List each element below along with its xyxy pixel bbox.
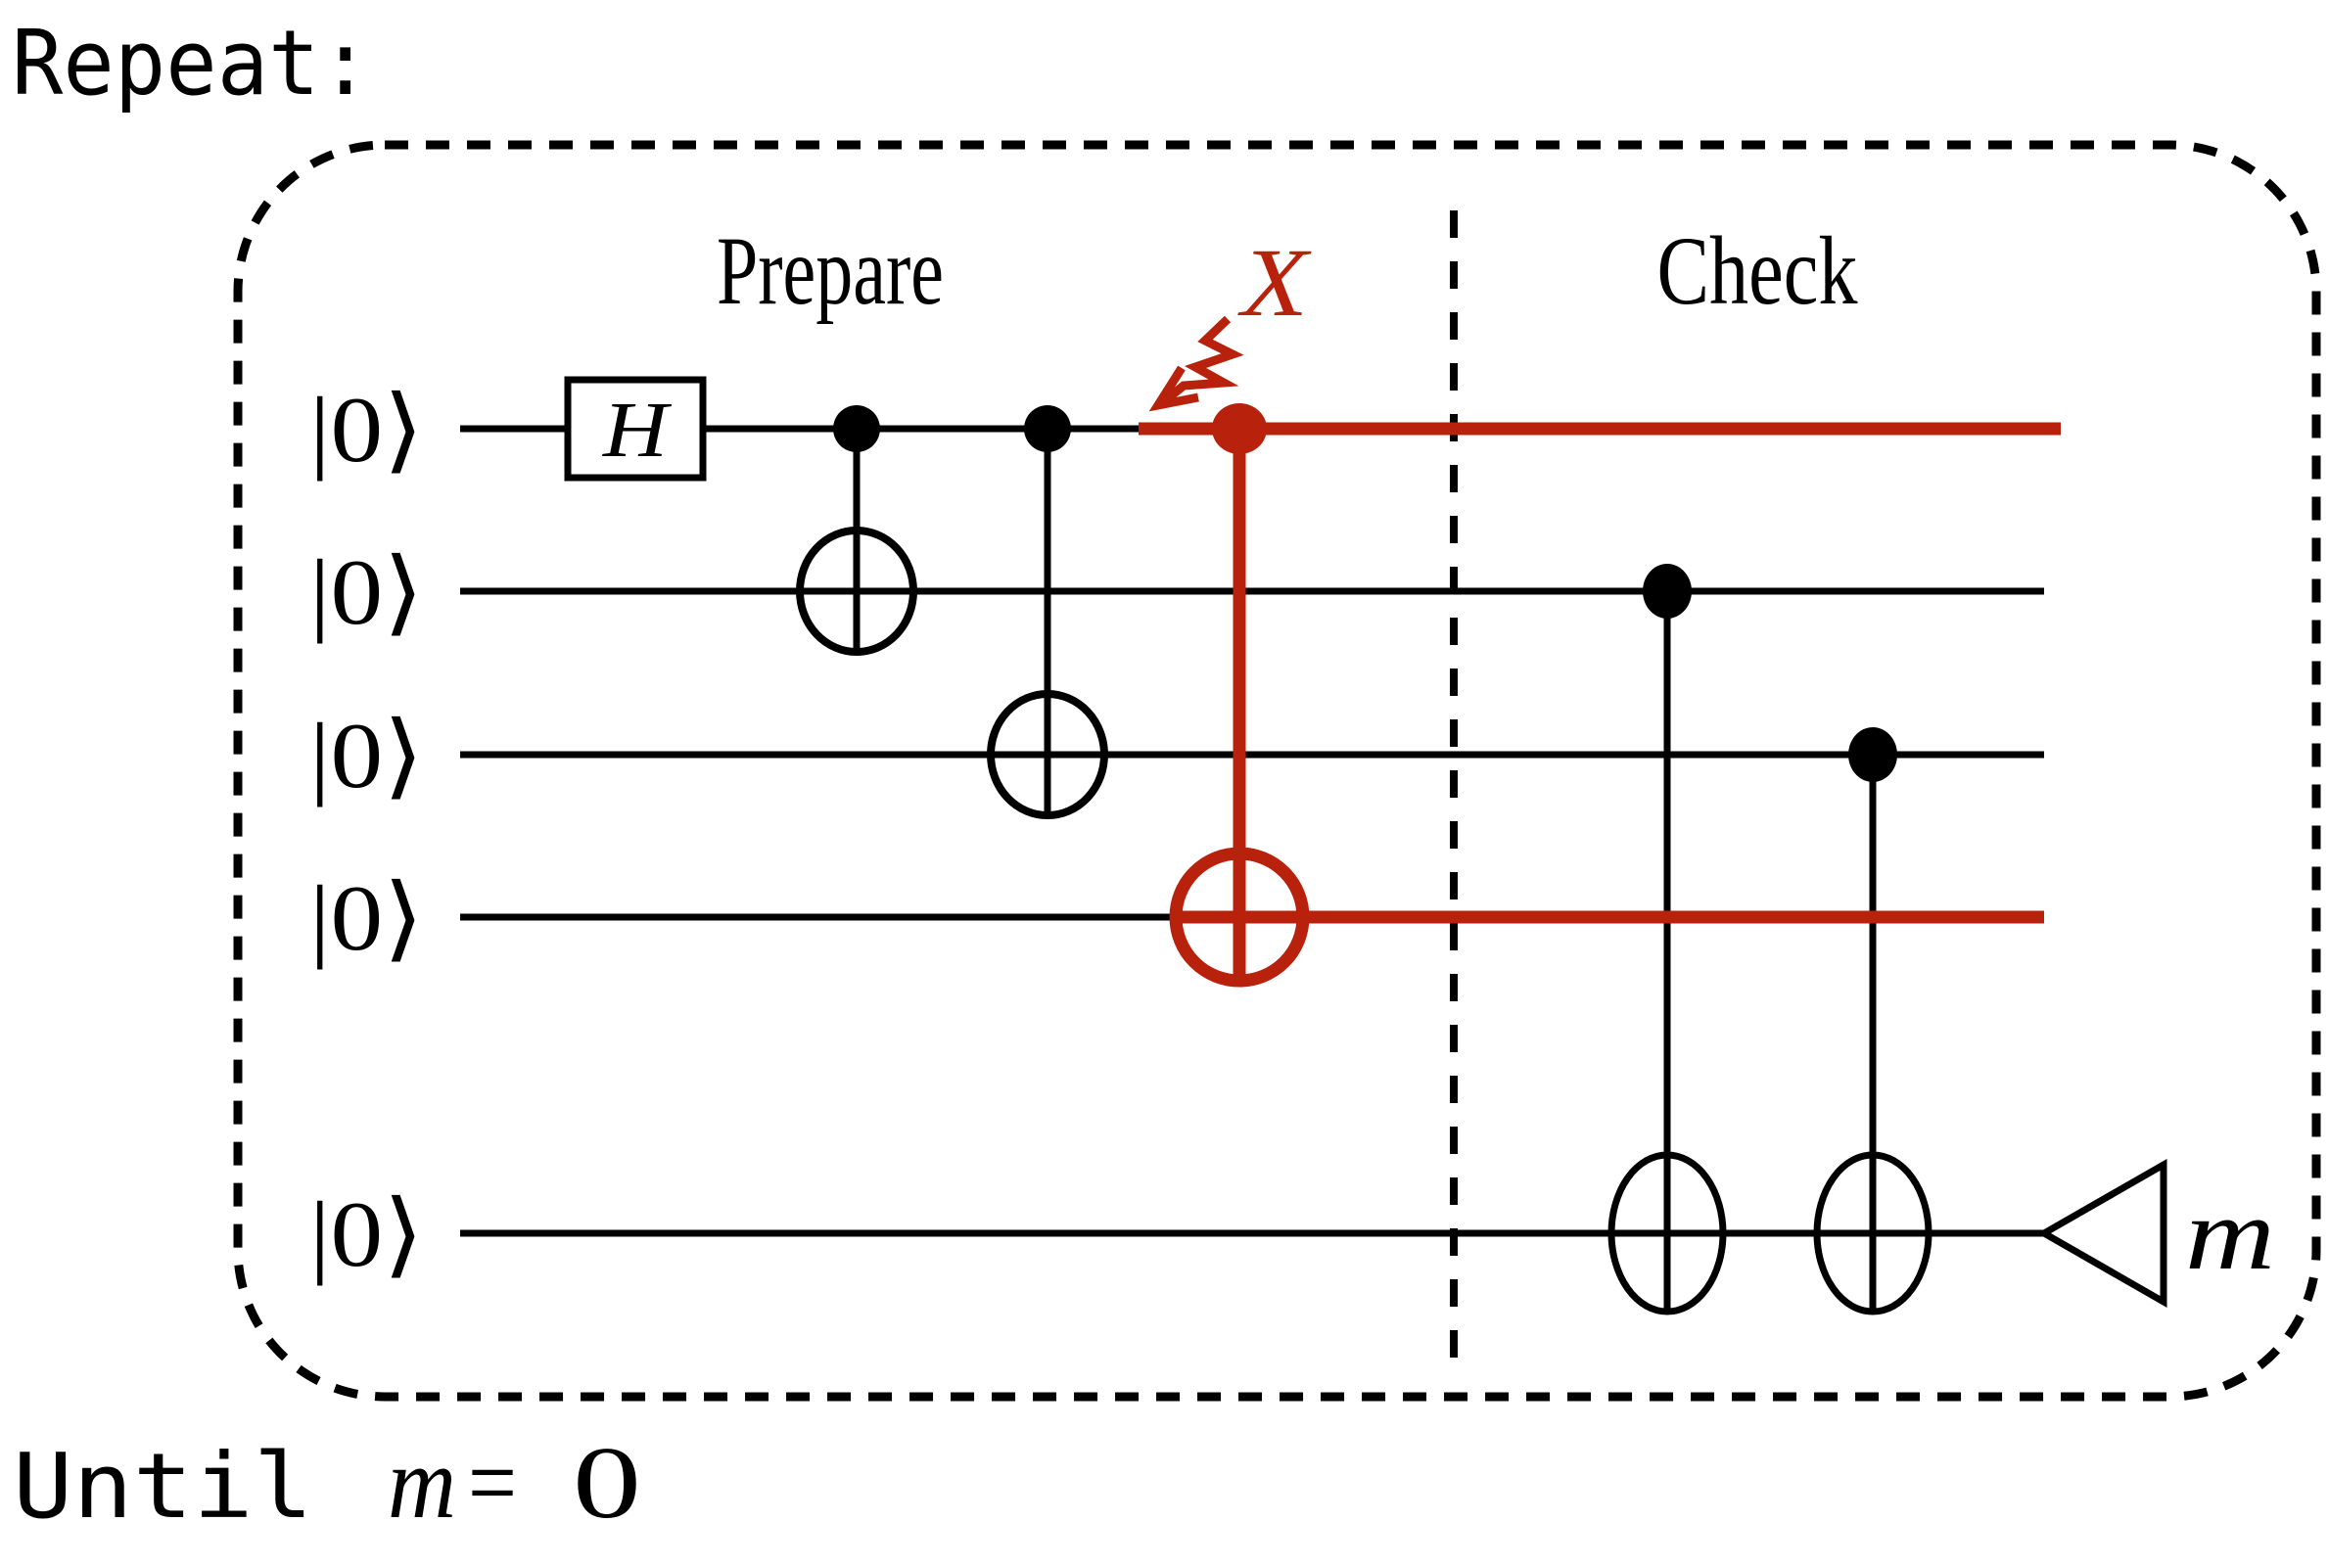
ket-label-4: |0⟩ bbox=[309, 866, 424, 970]
qubit-wire-4: |0⟩ bbox=[309, 866, 1187, 970]
prepare-section-label: Prepare bbox=[717, 216, 944, 325]
ket-label-1: |0⟩ bbox=[309, 378, 424, 482]
qubit-wire-3: |0⟩ bbox=[309, 704, 2044, 807]
check-section-label: Check bbox=[1657, 216, 1858, 325]
ket-label-3: |0⟩ bbox=[309, 704, 424, 807]
qubit-wire-5: |0⟩ bbox=[309, 1182, 2044, 1286]
condition-equals: = bbox=[468, 1425, 517, 1540]
qubit-wire-1: |0⟩ bbox=[309, 378, 1143, 482]
error-cnot-target-icon bbox=[1169, 847, 1310, 988]
x-error-label: X bbox=[1237, 228, 1313, 337]
error-propagation bbox=[1139, 403, 2061, 988]
ket-label-2: |0⟩ bbox=[309, 540, 424, 644]
condition-value: 0 bbox=[573, 1425, 641, 1540]
x-error-annotation: X bbox=[1148, 228, 1313, 412]
condition-variable: m bbox=[388, 1425, 456, 1540]
repeat-caption: Repeat: bbox=[12, 11, 371, 115]
ket-label-5: |0⟩ bbox=[309, 1182, 424, 1286]
hadamard-gate: H bbox=[564, 376, 707, 482]
until-word: Until bbox=[13, 1434, 313, 1539]
hadamard-box bbox=[564, 376, 707, 482]
error-arrowhead-icon bbox=[1148, 365, 1199, 412]
error-cnot-control-dot bbox=[1212, 403, 1267, 454]
qubit-wire-2: |0⟩ bbox=[309, 540, 2044, 644]
check-cnot-2 bbox=[1813, 727, 1932, 1315]
prepare-cnot-1 bbox=[796, 405, 917, 656]
measurement-result-label: m bbox=[2185, 1176, 2275, 1291]
measurement-triangle-icon bbox=[2036, 1158, 2167, 1309]
until-caption: Until m = 0 bbox=[13, 1425, 641, 1540]
measurement: m bbox=[2036, 1158, 2275, 1309]
check-cnot-1 bbox=[1607, 564, 1727, 1315]
error-zigzag-arrow bbox=[1160, 315, 1244, 406]
hadamard-letter: H bbox=[602, 388, 673, 474]
